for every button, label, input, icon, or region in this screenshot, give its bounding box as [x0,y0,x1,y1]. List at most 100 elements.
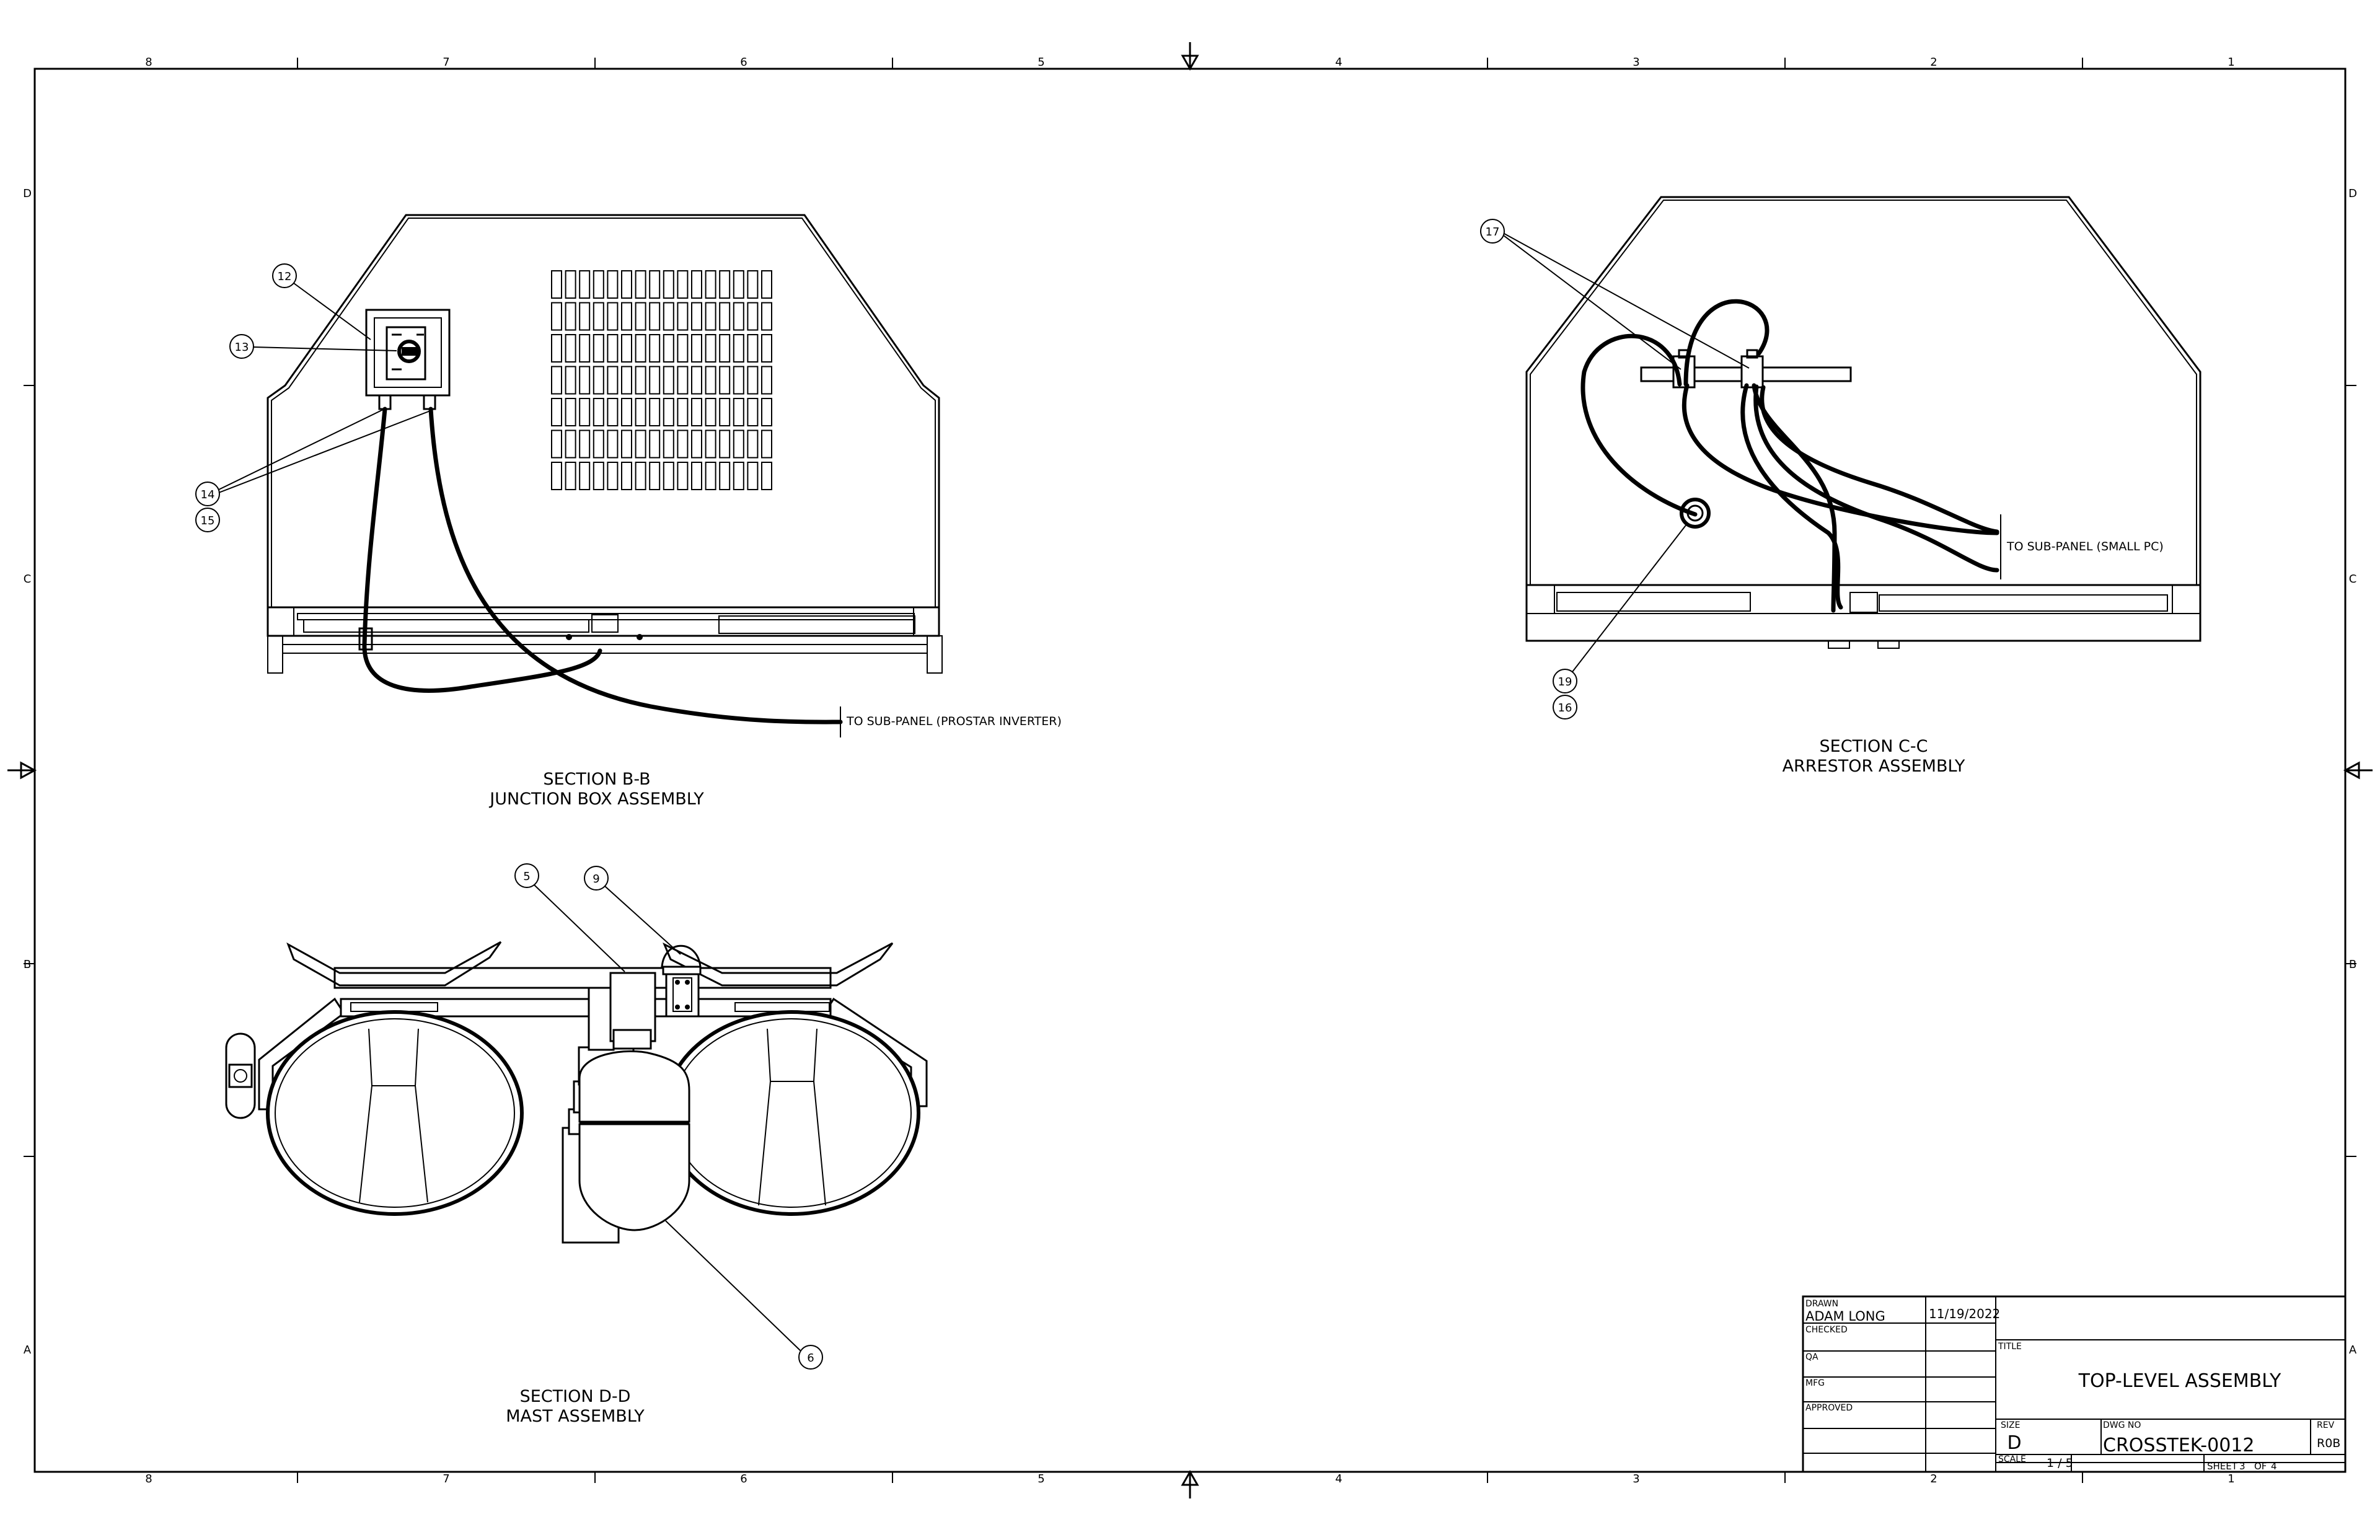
mfg-label: MFG [1805,1378,1825,1388]
title-block: DRAWN ADAM LONG 11/19/2022 CHECKED QA MF… [1802,1295,2347,1473]
col-label-bottom: 8 [145,1472,152,1485]
vent-slot [747,270,759,299]
vent-slot [565,270,576,299]
vent-slot [691,429,702,459]
row-label-left: D [23,187,32,200]
vent-slot [621,398,632,426]
col-label-bottom: 2 [1930,1472,1937,1485]
vent-slot [663,334,674,363]
balloon-12 [272,263,297,288]
balloon-19 [1553,669,1577,693]
vent-slot [705,366,716,395]
dwg-no-label: DWG NO [2103,1420,2141,1430]
vent-slot [635,398,646,426]
sheet-number: 3 [2239,1461,2246,1472]
vent-slot [733,334,744,363]
vent-slot [705,270,716,299]
vent-slot [579,270,591,299]
sheet-label: SHEET [2207,1461,2238,1472]
vent-slot [691,366,702,395]
vent-slot [607,398,619,426]
balloon-6 [798,1345,823,1370]
section-d-title: SECTION D-D [520,1387,631,1406]
col-label-top: 5 [1038,56,1044,69]
vent-slot [677,462,689,490]
vent-slot [733,366,744,395]
vent-slot [579,429,591,459]
vent-slot [705,334,716,363]
vent-slot [733,462,744,490]
section-c-view: TO SUB-PANEL (SMALL PC) 17 19 16 SECTION… [1480,196,2202,776]
balloon-9 [584,866,609,891]
col-label-top: 8 [145,56,152,69]
vent-slot [579,398,591,426]
vent-slot [621,366,632,395]
balloon-17 [1480,219,1505,244]
vent-slot [635,334,646,363]
sheet-count: 4 [2271,1461,2277,1472]
balloon-12-label: 12 [278,270,292,283]
section-c-note: TO SUB-PANEL (SMALL PC) [2006,540,2164,553]
vent-slot [565,302,576,331]
scale-value: 1 / 5 [2047,1456,2073,1470]
row-label-left: B [24,958,31,971]
vent-slot [621,270,632,299]
vent-slot [551,270,562,299]
vent-slot [747,302,759,331]
vent-slot [635,270,646,299]
drawing-title: TOP-LEVEL ASSEMBLY [2078,1370,2281,1392]
vent-slot [677,270,689,299]
vent-slot [565,366,576,395]
vent-slot [705,429,716,459]
drawn-label: DRAWN [1805,1299,1838,1309]
vent-slot [593,462,604,490]
vent-slot [607,334,619,363]
vent-slot [677,429,689,459]
vent-slot [733,270,744,299]
vent-slot [663,302,674,331]
vent-slot [761,462,772,490]
vent-slot [719,334,731,363]
vent-slot [733,429,744,459]
section-b-view: TO SUB-PANEL (PROSTAR INVERTER) 12 13 14… [195,214,1062,809]
vent-slot [649,270,661,299]
dwg-no: CROSSTEK-0012 [2103,1435,2254,1456]
vent-slot [719,270,731,299]
section-b-title: SECTION B-B [543,770,650,789]
vent-slot [649,462,661,490]
balloon-5 [514,863,539,888]
scale-label: SCALE [1998,1454,2026,1464]
row-label-right: C [2349,573,2357,586]
balloon-17-label: 17 [1486,226,1500,239]
vent-slot [621,334,632,363]
vent-slot [663,462,674,490]
vent-slot [691,462,702,490]
vent-slot [649,366,661,395]
vent-slot [705,302,716,331]
vent-slot [761,302,772,331]
section-c-subtitle: ARRESTOR ASSEMBLY [1783,757,1965,776]
section-d-subtitle: MAST ASSEMBLY [506,1407,645,1426]
row-label-left: A [24,1344,32,1357]
vent-slot [719,398,731,426]
vent-slot [565,398,576,426]
drawn-date: 11/19/2022 [1929,1306,2000,1321]
qa-label: QA [1805,1352,1818,1362]
col-label-bottom: 6 [740,1472,747,1485]
vent-slot [635,462,646,490]
title-label: TITLE [1998,1342,2022,1352]
balloon-19-label: 19 [1558,675,1572,689]
col-label-top: 2 [1930,56,1937,69]
vent-slot [719,366,731,395]
col-label-top: 4 [1335,56,1342,69]
col-label-bottom: 3 [1633,1472,1639,1485]
vent-slot [593,270,604,299]
vent-slot [579,334,591,363]
vent-slot [593,429,604,459]
row-label-right: A [2349,1344,2357,1357]
vent-slot [621,462,632,490]
balloon-13-label: 13 [235,341,249,354]
col-label-bottom: 5 [1038,1472,1044,1485]
vent-slot [761,270,772,299]
vent-slot [761,366,772,395]
